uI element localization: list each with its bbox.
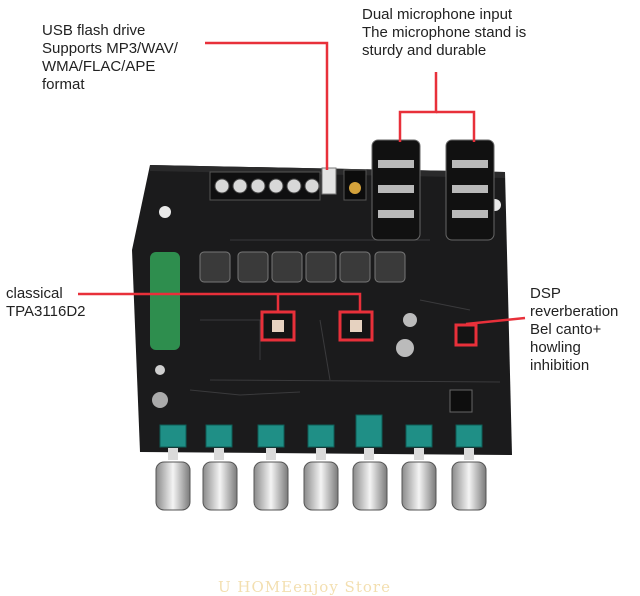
dual-microphone-jacks xyxy=(371,139,495,241)
classical-callout-label: classical TPA3116D2 xyxy=(6,285,86,320)
audio-jack xyxy=(349,182,361,194)
usb-callout-label: USB flash drive Supports MP3/WAV/ WMA/FL… xyxy=(42,22,178,93)
small-capacitor xyxy=(396,339,414,357)
screw-terminal-block xyxy=(209,171,321,201)
callout-lines xyxy=(78,41,526,326)
dsp-chip xyxy=(454,323,478,347)
potentiometer-row xyxy=(159,414,483,460)
small-capacitor xyxy=(152,392,168,408)
small-capacitor xyxy=(403,313,417,327)
control-knobs xyxy=(155,461,487,511)
mic-callout-label: Dual microphone input The microphone sta… xyxy=(362,6,527,59)
power-switch xyxy=(321,167,337,195)
dsp-callout-label: DSP reverberation Bel canto+ howling inh… xyxy=(530,285,619,374)
inductor-row xyxy=(199,251,406,283)
store-watermark: U HOMEenjoy Store xyxy=(218,578,391,596)
amplifier-chips xyxy=(260,310,374,342)
bluetooth-chip xyxy=(449,389,473,413)
large-capacitor xyxy=(150,252,180,350)
